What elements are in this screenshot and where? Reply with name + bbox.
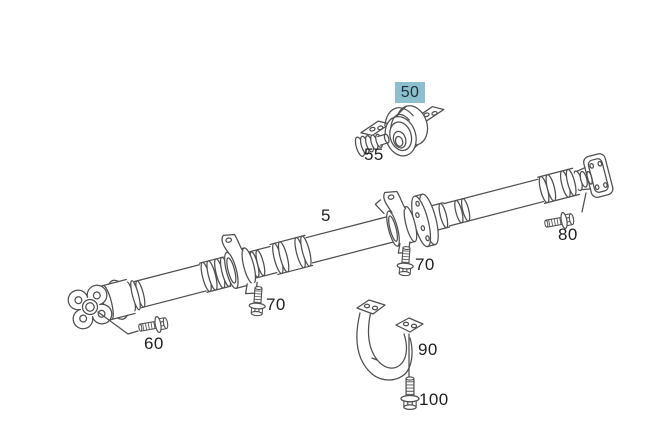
ribbed-sleeve xyxy=(198,256,233,293)
bolt-60-drawing[interactable] xyxy=(136,314,170,337)
front-flange xyxy=(67,284,113,330)
propeller-shaft-drawing[interactable] xyxy=(62,137,616,339)
bracket-tab-left xyxy=(356,299,386,315)
rear-u-joint xyxy=(571,167,592,192)
callout-80[interactable]: 80 xyxy=(558,225,578,244)
shaft-tube-rear xyxy=(435,177,549,229)
leader-line-60 xyxy=(97,311,139,335)
callout-60[interactable]: 60 xyxy=(144,334,164,353)
support-bracket-drawing[interactable] xyxy=(356,299,424,381)
center-sleeve xyxy=(269,234,314,276)
callout-5[interactable]: 5 xyxy=(321,206,331,225)
callout-55[interactable]: 55 xyxy=(364,145,384,164)
rear-flange-plate xyxy=(583,153,614,198)
bolt-100-drawing[interactable] xyxy=(400,376,420,411)
callout-100[interactable]: 100 xyxy=(419,390,449,409)
center-bearing-support-drawing[interactable] xyxy=(357,95,453,166)
shaft-tube-mid xyxy=(301,215,398,265)
callout-50-highlighted[interactable]: 50 xyxy=(395,82,425,103)
bearing-strap xyxy=(384,107,414,129)
rear-sleeve xyxy=(537,167,581,205)
leader-line-80 xyxy=(581,192,587,213)
shaft-ring xyxy=(249,249,266,278)
protective-boot-drawing[interactable] xyxy=(354,128,392,157)
callout-70-front[interactable]: 70 xyxy=(266,295,286,314)
callout-90[interactable]: 90 xyxy=(418,340,438,359)
bracket-tab-right xyxy=(395,317,424,333)
center-bearing-front xyxy=(221,233,258,295)
callout-70-rear[interactable]: 70 xyxy=(415,255,435,274)
